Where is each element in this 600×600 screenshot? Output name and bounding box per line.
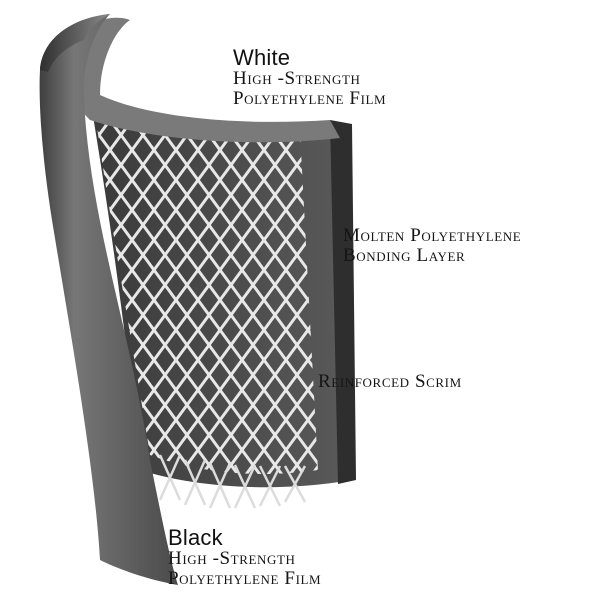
callout-white-film: White High -Strength Polyethylene Film [233, 46, 386, 109]
black-film-edge [40, 14, 110, 72]
white-film-heading: White [233, 45, 291, 70]
callout-black-film: Black High -Strength Polyethylene Film [168, 526, 321, 589]
scrim-fringe [158, 454, 307, 509]
white-film-top-curl [60, 17, 340, 143]
bonding-layer-line-2: Bonding Layer [343, 244, 466, 266]
black-film-line-1: High -Strength [168, 548, 296, 570]
black-film-outer-sheet [39, 14, 179, 585]
scrim-line-1: Reinforced Scrim [318, 371, 462, 392]
black-film-line-2: Polyethylene Film [168, 568, 322, 590]
white-film-line-2: Polyethylene Film [233, 88, 387, 110]
black-film-heading: Black [168, 525, 223, 550]
callout-reinforced-scrim: Reinforced Scrim [318, 372, 462, 392]
callout-bonding-layer: Molten Polyethylene Bonding Layer [343, 226, 521, 266]
white-film-line-1: High -Strength [233, 68, 361, 90]
bonding-layer-line-1: Molten Polyethylene [343, 225, 522, 246]
bonding-layer-edge [330, 120, 356, 484]
